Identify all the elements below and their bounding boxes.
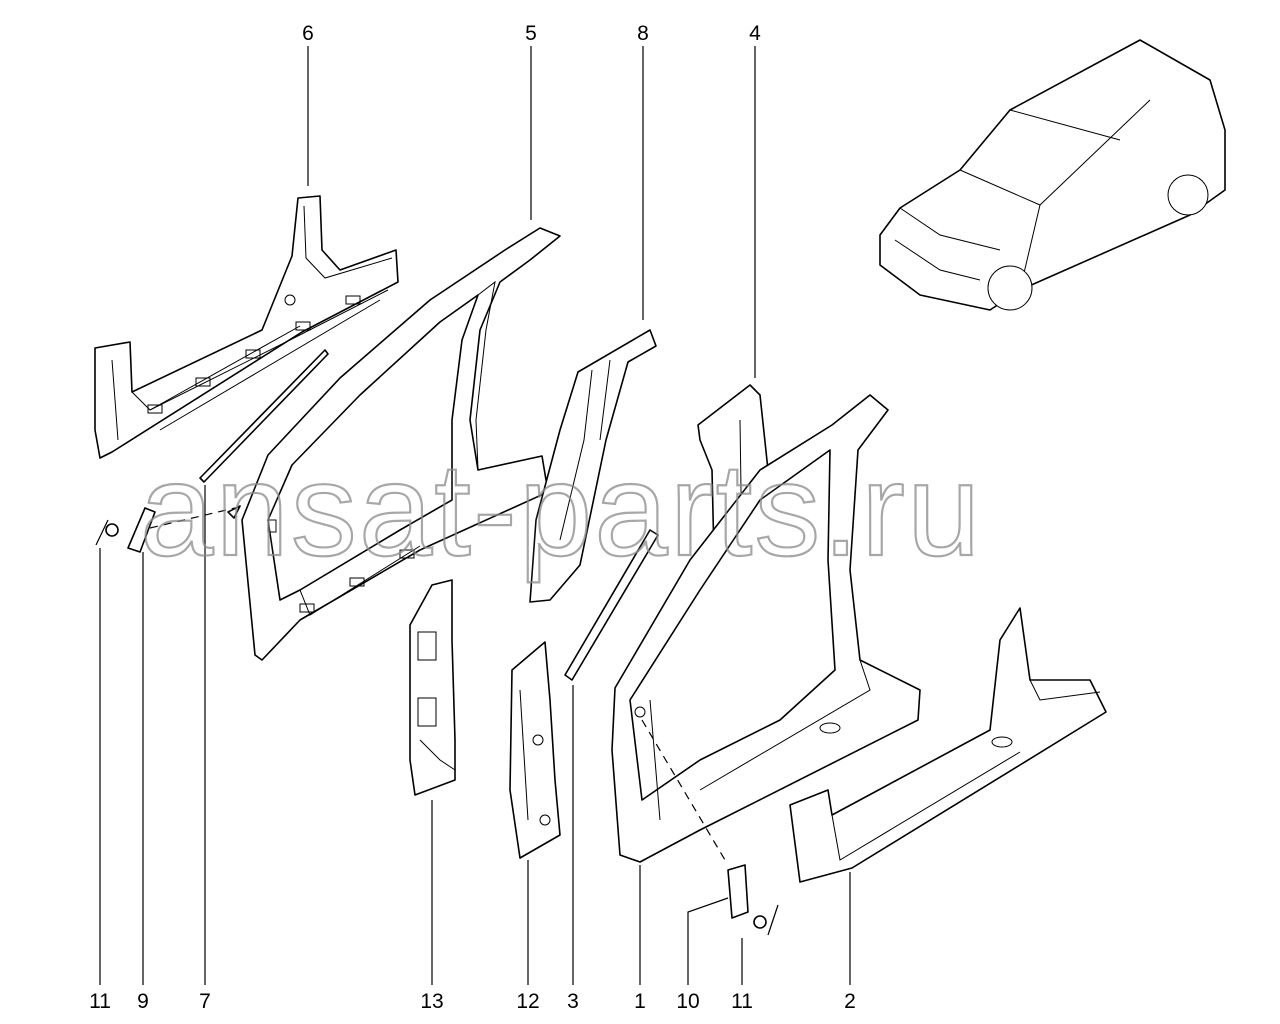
part-7-seal-strip [199, 349, 329, 483]
part-8-pillar-reinforcement [529, 329, 657, 603]
callout-11-left: 11 [89, 990, 111, 1013]
part-13-inner-pillar [409, 579, 456, 796]
part-11-fastener-right [753, 904, 779, 936]
part-3-thin-strip [564, 529, 659, 681]
callout-2: 2 [844, 990, 856, 1013]
watermark-text: ansat-parts.ru [140, 436, 982, 583]
callouts-bottom: 11 9 7 13 12 3 1 10 11 2 [89, 990, 856, 1013]
callout-8: 8 [637, 22, 649, 45]
part-6-rear-side-panel [94, 195, 399, 459]
callouts-top: 6 5 8 4 [302, 22, 761, 45]
part-12-b-pillar-inner [509, 641, 561, 859]
callout-11-right: 11 [731, 990, 753, 1013]
part-2-outer-sill [789, 607, 1107, 883]
assembly-line-left [149, 507, 236, 529]
car-thumbnail-icon [879, 39, 1226, 311]
callout-3: 3 [567, 990, 579, 1013]
callout-5: 5 [525, 22, 537, 45]
callout-6: 6 [302, 22, 314, 45]
part-10-bracket [727, 864, 749, 919]
part-9-bracket [127, 507, 156, 553]
part-1-main-side-panel [611, 394, 921, 863]
part-11-fastener-left [95, 519, 119, 546]
leader-lines [99, 46, 851, 985]
assembly-arrow-left [227, 505, 241, 519]
callout-4: 4 [749, 22, 761, 45]
callout-13: 13 [420, 990, 443, 1013]
callout-12: 12 [516, 990, 539, 1013]
callout-9: 9 [137, 990, 149, 1013]
callout-7: 7 [199, 990, 211, 1013]
callout-10: 10 [676, 990, 699, 1013]
callout-1: 1 [634, 990, 646, 1013]
part-5-outer-door-frame [241, 227, 561, 661]
